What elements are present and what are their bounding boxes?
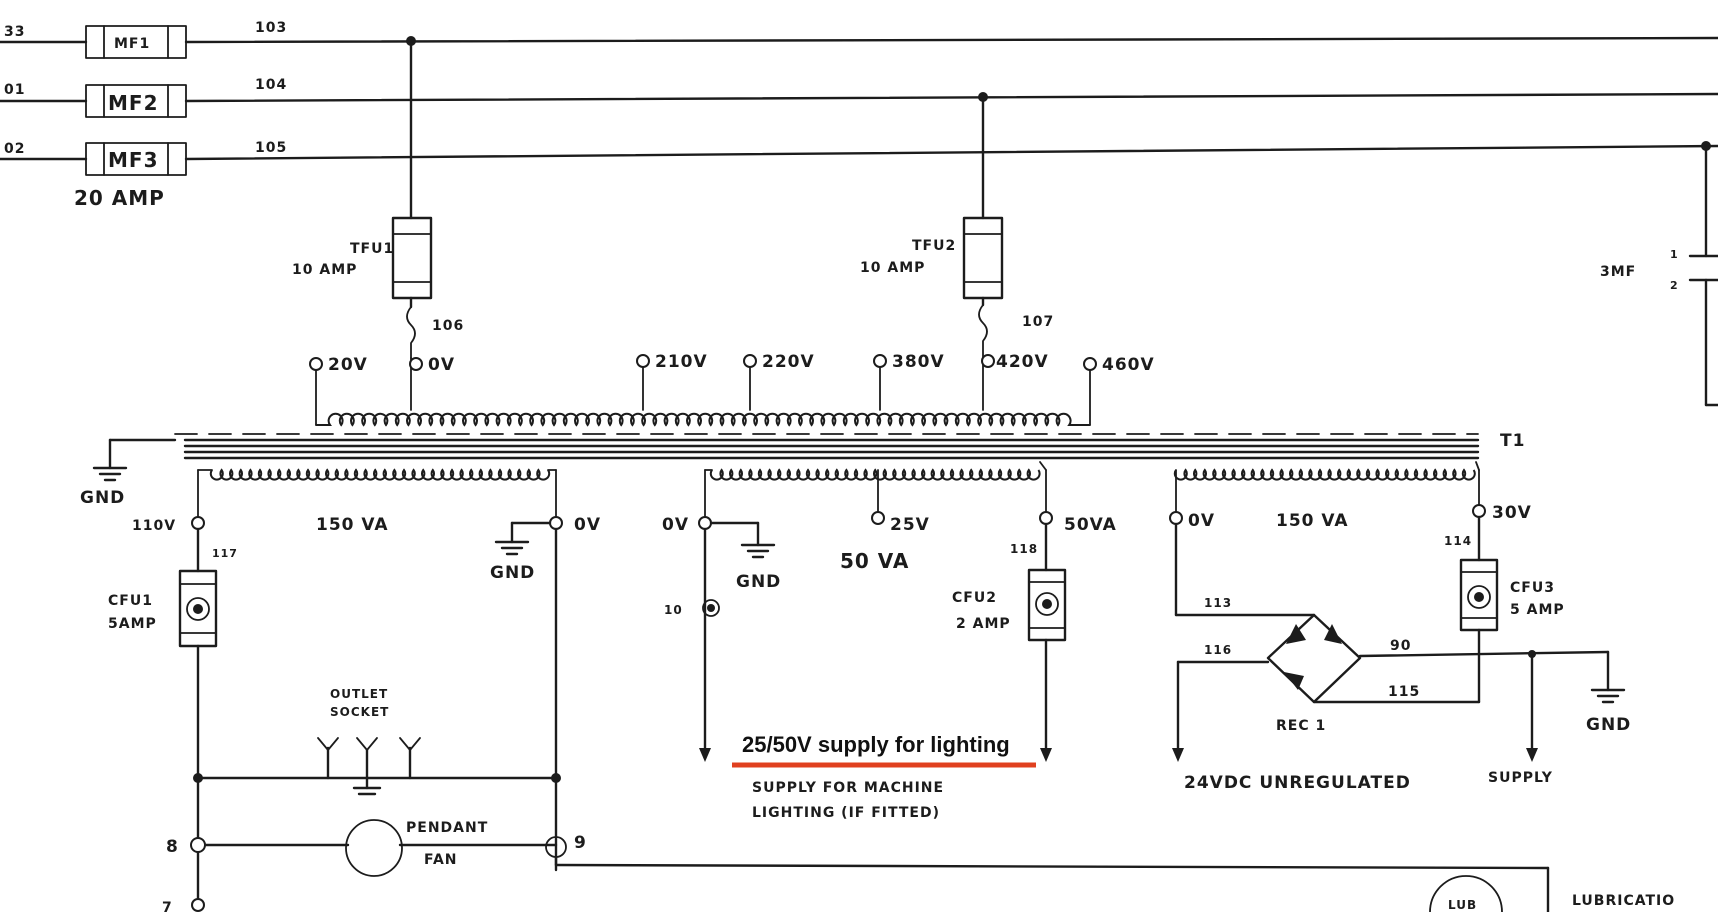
wire-left-3: 02 <box>4 141 25 157</box>
main-ground <box>92 438 177 482</box>
transformer-core <box>174 433 1480 460</box>
primary-winding <box>316 412 1090 427</box>
section-1-wiring <box>178 469 1550 912</box>
sec2-50v: 50VA <box>1064 515 1117 535</box>
sec2-0v: 0V <box>662 515 689 535</box>
capacitor-pin-1: 1 <box>1670 248 1679 261</box>
socket-label: SOCKET <box>330 705 389 719</box>
lighting-note-2: LIGHTING (IF FITTED) <box>752 805 940 821</box>
tap-0v: 0V <box>428 355 455 375</box>
lighting-note-1: SUPPLY FOR MACHINE <box>752 780 944 796</box>
fuse-tfu1-label: TFU1 <box>350 241 394 257</box>
sec1-gnd: GND <box>490 563 535 583</box>
fan-label: FAN <box>424 852 458 868</box>
fuse-cfu1-rating: 5AMP <box>108 616 157 632</box>
node-8: 8 <box>166 837 179 857</box>
tap-220v: 220V <box>762 352 815 372</box>
wire-left-1: 33 <box>4 24 25 40</box>
capacitor-3mf <box>1688 144 1718 407</box>
wire-117: 117 <box>212 547 238 560</box>
fuse-mf1-label: MF1 <box>114 36 150 52</box>
main-fuses <box>85 25 187 176</box>
capacitor-pin-2: 2 <box>1670 279 1679 292</box>
annotation-text: 25/50V supply for lighting <box>742 732 1010 757</box>
section-2-wiring <box>698 461 1067 768</box>
section-3-wiring <box>1169 461 1626 762</box>
sec1-0v: 0V <box>574 515 601 535</box>
supply-note: SUPPLY <box>1488 770 1553 786</box>
fuse-rating: 20 AMP <box>74 186 165 210</box>
fuse-tfu2-label: TFU2 <box>912 238 956 254</box>
sec1-110v: 110V <box>132 518 176 534</box>
outlet-label: OUTLET <box>330 687 388 701</box>
tap-20v: 20V <box>328 355 368 375</box>
wire-90: 90 <box>1390 638 1411 654</box>
tap-420v: 420V <box>996 352 1049 372</box>
lubrication-label: LUBRICATIO <box>1572 893 1675 909</box>
transformer-t1-label: T1 <box>1500 431 1525 451</box>
sec3-gnd: GND <box>1586 715 1631 735</box>
rectifier-label: REC 1 <box>1276 718 1326 734</box>
wire-114: 114 <box>1444 534 1472 548</box>
wire-113: 113 <box>1204 596 1232 610</box>
sec3-va: 150 VA <box>1276 511 1349 531</box>
fuse-cfu1-label: CFU1 <box>108 593 153 609</box>
sec2-25v: 25V <box>890 515 930 535</box>
supply-lines <box>0 36 1718 161</box>
secondary-winding-3 <box>1173 468 1476 481</box>
pendant-label: PENDANT <box>406 820 488 836</box>
primary-taps <box>309 354 1097 426</box>
wire-107: 107 <box>1022 314 1054 330</box>
node-7: 7 <box>162 900 173 912</box>
secondary-winding-1 <box>209 468 551 481</box>
node-9: 9 <box>574 833 587 853</box>
wire-103: 103 <box>255 20 287 36</box>
fuse-cfu3-label: CFU3 <box>1510 580 1555 596</box>
wire-left-2: 01 <box>4 82 25 98</box>
fuse-tfu1-rating: 10 AMP <box>292 262 357 278</box>
fuse-tfu2-rating: 10 AMP <box>860 260 925 276</box>
wire-105: 105 <box>255 140 287 156</box>
tap-210v: 210V <box>655 352 708 372</box>
fuse-cfu3-rating: 5 AMP <box>1510 602 1565 618</box>
wire-118: 118 <box>1010 542 1038 556</box>
sec2-va: 50 VA <box>840 549 909 573</box>
capacitor-3mf-label: 3MF <box>1600 264 1636 280</box>
tap-460v: 460V <box>1102 355 1155 375</box>
wire-116: 116 <box>1204 643 1232 657</box>
fuse-mf3-label: MF3 <box>108 148 158 172</box>
transformer-fuses <box>391 39 1004 359</box>
dc-supply-note: 24VDC UNREGULATED <box>1184 773 1411 793</box>
sec3-0v: 0V <box>1188 511 1215 531</box>
secondary-winding-2 <box>709 468 1041 481</box>
sec1-va: 150 VA <box>316 515 389 535</box>
fuse-cfu2-rating: 2 AMP <box>956 616 1011 632</box>
wire-115: 115 <box>1388 684 1420 700</box>
fuse-mf2-label: MF2 <box>108 91 158 115</box>
tap-380v: 380V <box>892 352 945 372</box>
sec3-30v: 30V <box>1492 503 1532 523</box>
main-gnd-label: GND <box>80 488 125 508</box>
fuse-cfu2-label: CFU2 <box>952 590 997 606</box>
wire-10: 10 <box>664 603 683 617</box>
wire-104: 104 <box>255 77 287 93</box>
wire-106: 106 <box>432 318 464 334</box>
lub-label: LUB <box>1448 898 1477 912</box>
sec2-gnd: GND <box>736 572 781 592</box>
